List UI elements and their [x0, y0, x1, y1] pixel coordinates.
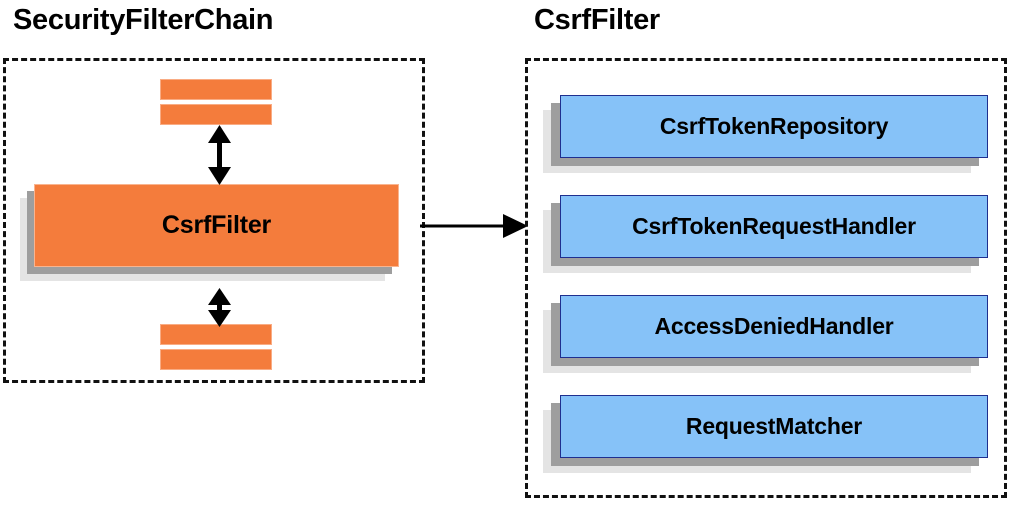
node-request-matcher-label: RequestMatcher [685, 413, 863, 439]
arrow-above-csrf-filter [208, 125, 231, 185]
filter-bar-bottom-2 [160, 349, 272, 370]
node-csrf-token-repository-label: CsrfTokenRepository [659, 113, 889, 139]
arrow-chain-to-detail [420, 214, 528, 238]
node-csrf-filter-label: CsrfFilter [161, 211, 272, 239]
panel-title-security-filter-chain: SecurityFilterChain [13, 4, 274, 36]
node-access-denied-handler-label: AccessDeniedHandler [654, 313, 894, 339]
node-csrf-token-request-handler-label: CsrfTokenRequestHandler [632, 213, 916, 239]
node-csrf-token-repository[interactable]: CsrfTokenRepository [560, 95, 988, 158]
filter-bar-bottom-1 [160, 324, 272, 345]
filter-bar-top-1 [160, 79, 272, 100]
node-access-denied-handler[interactable]: AccessDeniedHandler [560, 295, 988, 358]
panel-title-csrf-filter: CsrfFilter [534, 4, 660, 36]
filter-bar-top-2 [160, 104, 272, 125]
node-csrf-filter[interactable]: CsrfFilter [34, 184, 399, 267]
node-csrf-token-request-handler[interactable]: CsrfTokenRequestHandler [560, 195, 988, 258]
arrow-below-csrf-filter [208, 288, 231, 327]
panel-security-filter-chain [3, 58, 425, 383]
panel-csrf-filter-detail [525, 58, 1007, 498]
node-request-matcher[interactable]: RequestMatcher [560, 395, 988, 458]
